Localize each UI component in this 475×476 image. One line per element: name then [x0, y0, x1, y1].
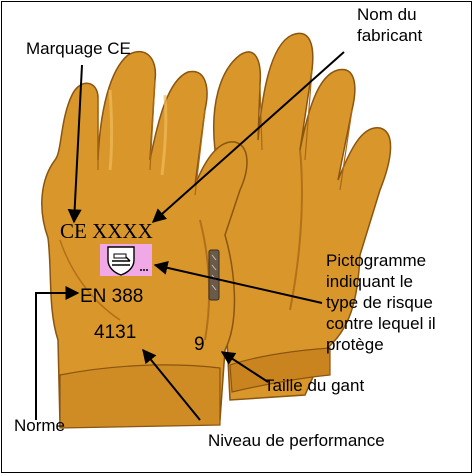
ce-marking-print: CE XXXX	[60, 219, 153, 244]
mechanical-risk-shield-icon	[100, 244, 152, 276]
performance-code-print: 4131	[94, 322, 136, 344]
label-manufacturer-line: Nom du	[357, 4, 422, 25]
label-pictogram-line: type de risque	[326, 292, 436, 313]
label-pictogram-line: Pictogramme	[326, 250, 436, 271]
standard-print: EN 388	[80, 286, 143, 308]
label-manufacturer: Nom du fabricant	[357, 4, 422, 46]
label-ce-marking: Marquage CE	[26, 38, 131, 59]
label-pictogram-line: contre lequel il	[326, 313, 436, 334]
label-glove-size: Taille du gant	[264, 375, 364, 396]
label-manufacturer-line: fabricant	[357, 25, 422, 46]
label-standard: Norme	[14, 415, 65, 436]
label-performance: Niveau de performance	[208, 430, 385, 451]
label-pictogram: Pictogramme indiquant le type de risque …	[326, 250, 436, 355]
label-pictogram-line: protège	[326, 334, 436, 355]
size-print: 9	[194, 334, 205, 356]
label-pictogram-line: indiquant le	[326, 271, 436, 292]
